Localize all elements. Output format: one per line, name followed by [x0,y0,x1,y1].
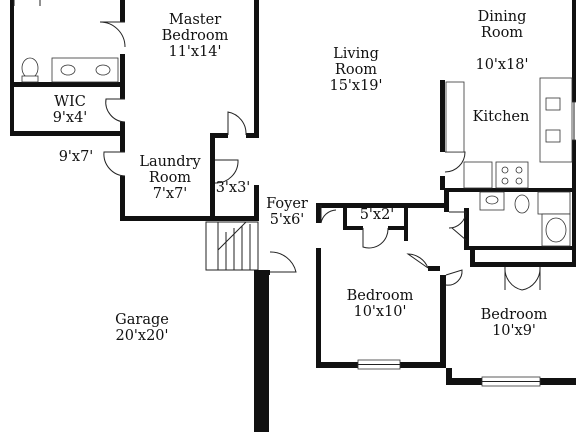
wic-dims: 9'x4' [52,110,88,126]
garage-dims: 20'x20' [115,328,169,344]
bedroom-2-name: Bedroom [480,307,548,323]
dining-room-dims: 10'x18' [475,57,529,73]
living-room-name-1: Living [333,46,379,62]
bedroom-1-dims: 10'x10' [353,304,407,320]
master-bedroom-dims: 11'x14' [168,44,222,60]
closet-left-dims: 9'x7' [58,149,94,165]
living-room-label: Living Room 15'x19' [314,46,398,94]
bedroom-2-dims: 10'x9' [492,323,536,339]
closet-small-dims: 3'x3' [215,180,251,196]
bedroom-1-name: Bedroom [346,288,414,304]
bedroom-2-label: Bedroom 10'x9' [468,307,560,339]
laundry-room-name-1: Laundry [139,154,201,170]
dining-room-name-2: Room [480,25,524,41]
master-bedroom-label: Master Bedroom 11'x14' [150,12,240,60]
fixtures [13,0,573,270]
wic-name: WIC [54,94,86,110]
dining-room-name-1: Dining [477,9,527,25]
kitchen-label: Kitchen [472,109,530,125]
living-room-name-2: Room [334,62,378,78]
garage-name: Garage [115,312,169,328]
foyer-name: Foyer [266,196,308,212]
dining-room-label: Dining Room [464,9,540,41]
laundry-room-dims: 7'x7' [152,186,188,202]
closet-bed-dims: 5'x2' [359,207,395,223]
master-bedroom-name-1: Master [168,12,222,28]
laundry-room-label: Laundry Room 7'x7' [130,154,210,202]
stairs [217,221,251,270]
foyer-label: Foyer 5'x6' [260,196,314,228]
laundry-room-name-2: Room [148,170,192,186]
garage-label: Garage 20'x20' [100,312,184,344]
foyer-dims: 5'x6' [269,212,305,228]
wic-label: WIC 9'x4' [38,94,102,126]
living-room-dims: 15'x19' [329,78,383,94]
doors [99,21,541,291]
bedroom-1-label: Bedroom 10'x10' [334,288,426,320]
master-bedroom-name-2: Bedroom [161,28,229,44]
